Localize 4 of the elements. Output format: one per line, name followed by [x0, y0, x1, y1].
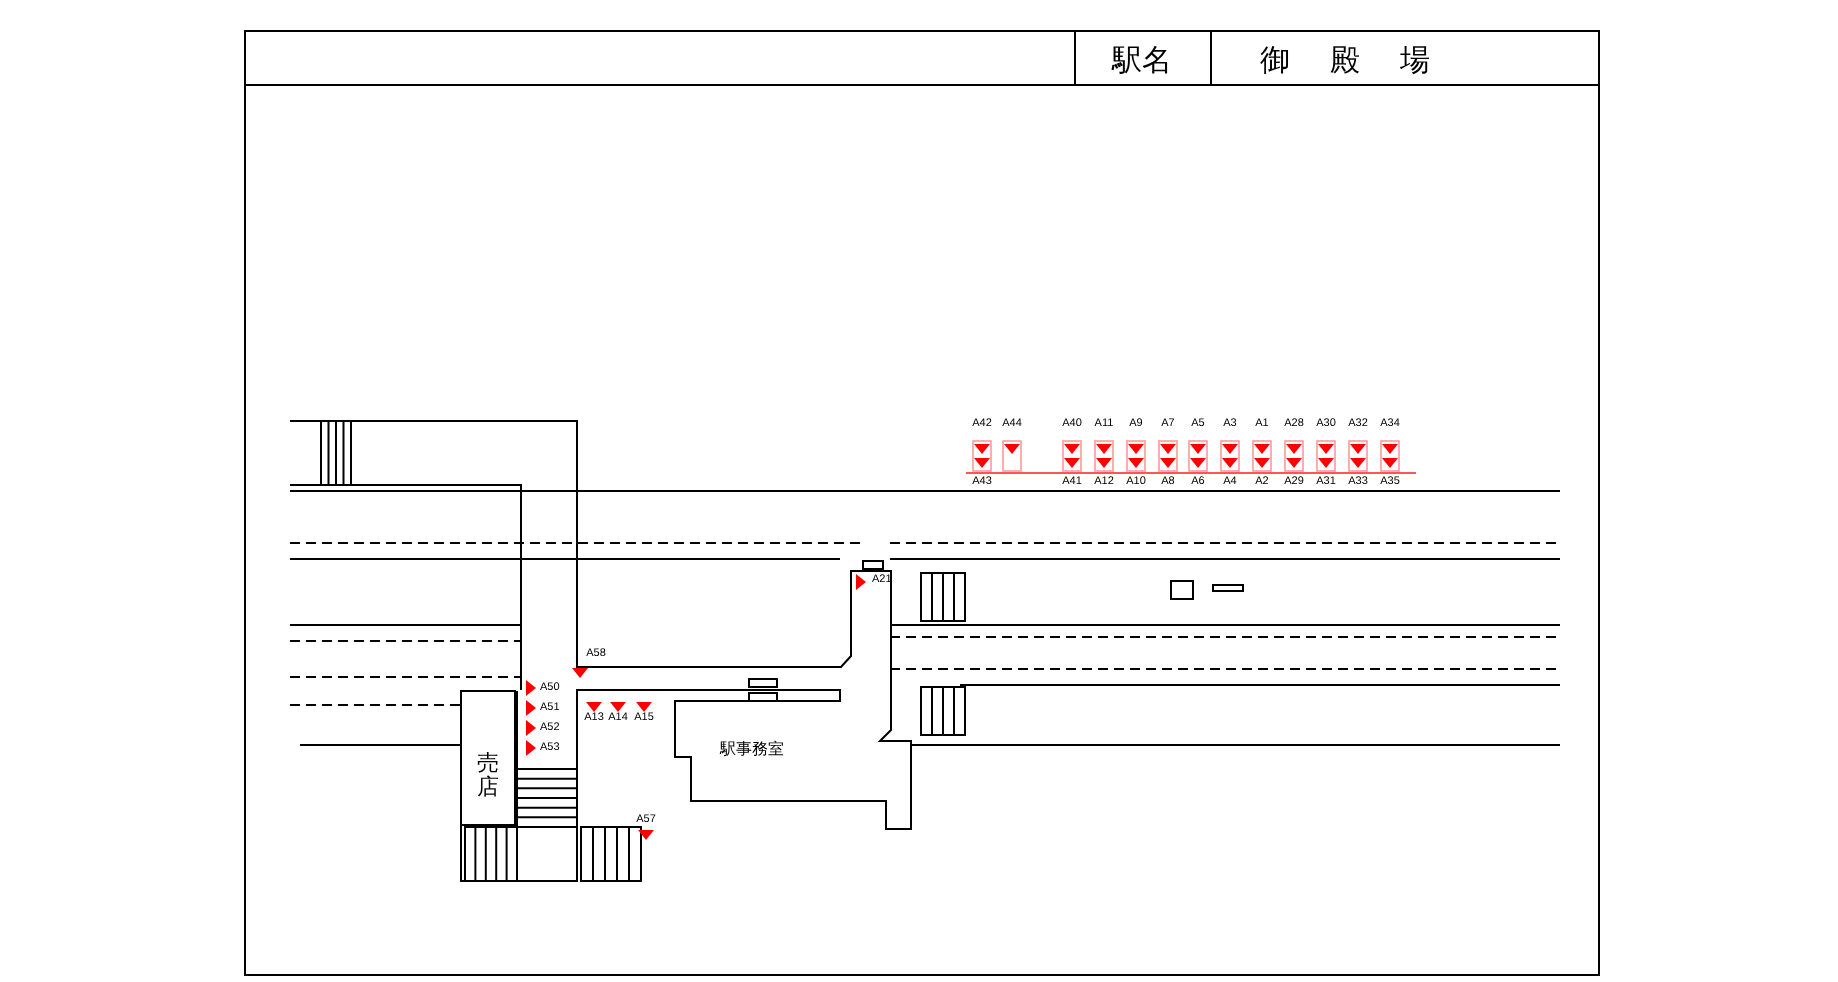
- office-room: 駅事務室: [720, 742, 784, 758]
- station-name: 御殿場: [1260, 46, 1470, 76]
- header-label: 駅名: [1112, 46, 1172, 76]
- shop-box: 売店: [460, 690, 516, 826]
